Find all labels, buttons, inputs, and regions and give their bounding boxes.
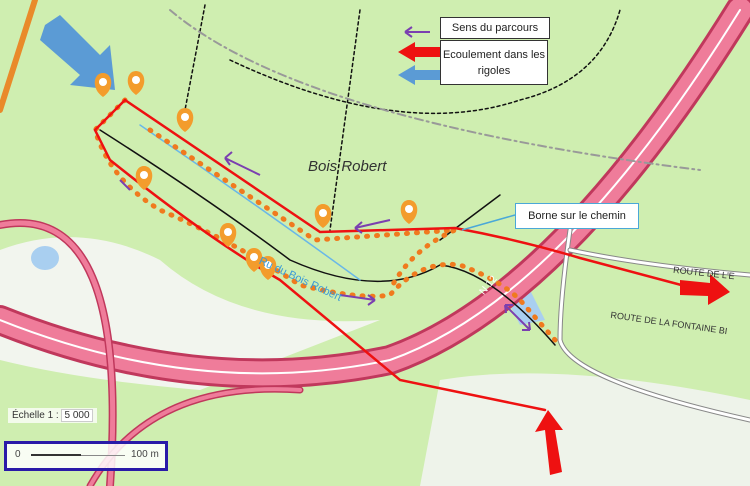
blue-flow-arrow: [40, 15, 115, 90]
stream: [139, 124, 361, 281]
scale-end: 100 m: [131, 449, 159, 460]
road-fontaine: [558, 228, 750, 422]
legend-route-direction: Sens du parcours: [440, 17, 550, 39]
scale-value: 5 000: [61, 409, 93, 422]
road-orange: [0, 0, 38, 113]
flow-line: [93, 98, 547, 412]
legend-blue-arrow: [398, 65, 440, 85]
clearing-area: [420, 373, 750, 486]
route-direction-arrows: [119, 26, 531, 331]
scale-bar: 0 100 m: [4, 441, 168, 471]
red-flow-arrow: [535, 410, 563, 475]
forest-label: Bois Robert: [308, 158, 387, 175]
pond: [31, 246, 59, 270]
legend-red-arrow: [398, 42, 440, 62]
flow-line: [123, 98, 702, 292]
scale-start: 0: [15, 449, 21, 460]
forest-path: [99, 129, 556, 346]
red-flow-arrow: [680, 274, 730, 305]
callout-marker-label: Borne sur le chemin: [515, 203, 639, 229]
scale-ratio: Échelle 1 : 5 000: [8, 408, 97, 423]
legend-flow: Ecoulement dans les rigoles: [440, 40, 548, 85]
road-e: [568, 248, 750, 277]
callout-pointer: [461, 214, 516, 231]
markers: [94, 71, 418, 280]
scale-label: Échelle 1 :: [12, 410, 59, 421]
route-dotted: [92, 97, 558, 343]
